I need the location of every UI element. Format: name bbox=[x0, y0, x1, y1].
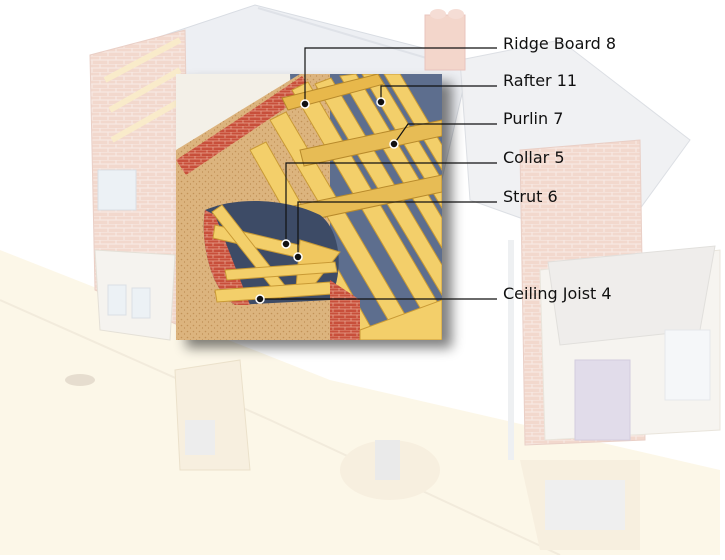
callout-leaders bbox=[260, 47, 497, 300]
dot-purlin bbox=[389, 139, 399, 149]
callout-dots bbox=[255, 97, 399, 304]
label-rafter: Rafter 11 bbox=[503, 71, 578, 90]
label-purlin: Purlin 7 bbox=[503, 109, 564, 128]
label-ridge-board: Ridge Board 8 bbox=[503, 34, 617, 53]
leader-purlin bbox=[393, 123, 497, 145]
leader-rafter bbox=[380, 85, 497, 102]
label-strut: Strut 6 bbox=[503, 187, 558, 206]
dot-ridge-board bbox=[300, 99, 310, 109]
label-collar: Collar 5 bbox=[503, 148, 565, 167]
dot-strut bbox=[293, 252, 303, 262]
dot-collar bbox=[281, 239, 291, 249]
leader-ridge-board bbox=[304, 47, 497, 104]
dot-ceiling-joist bbox=[255, 294, 265, 304]
roof-timber-inset bbox=[176, 74, 442, 340]
leader-strut bbox=[297, 201, 497, 257]
label-ceiling-joist: Ceiling Joist 4 bbox=[503, 284, 612, 303]
dot-rafter bbox=[376, 97, 386, 107]
leader-collar bbox=[285, 162, 497, 244]
